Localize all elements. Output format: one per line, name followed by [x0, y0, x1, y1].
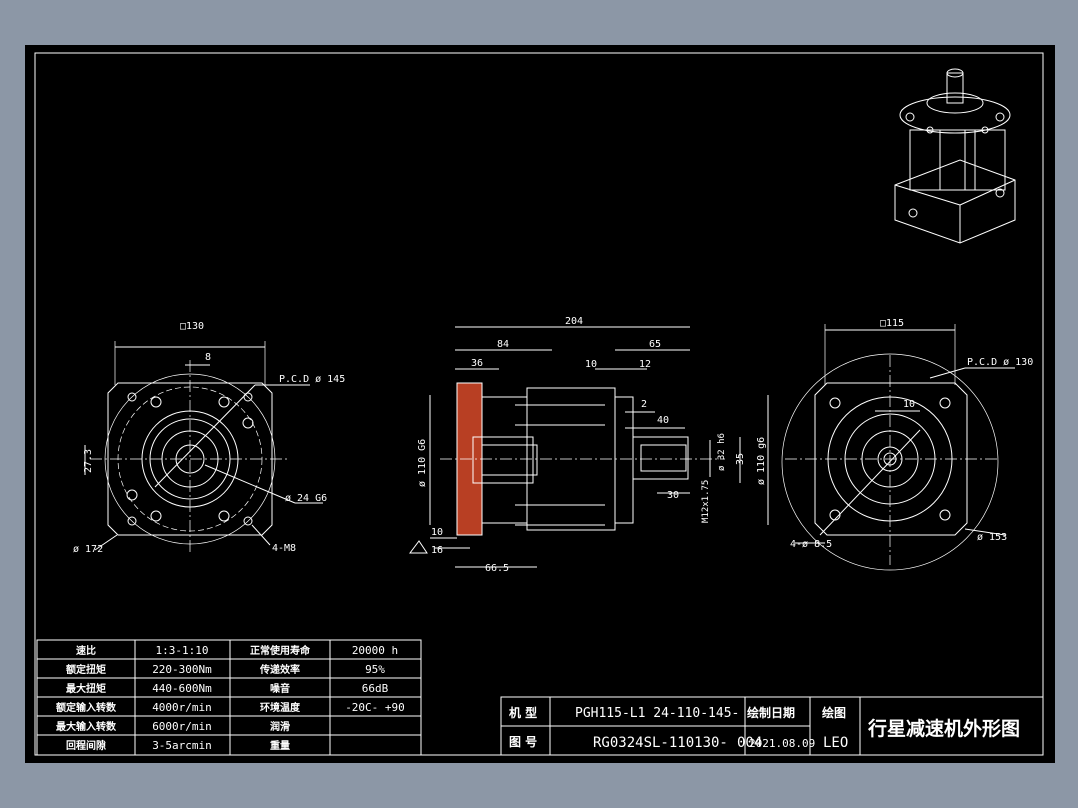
date-label: 绘制日期 — [747, 705, 795, 720]
dim-rear-d153: ø 153 — [977, 532, 1007, 543]
drafter-name: LEO — [823, 735, 848, 751]
spec-label: 噪音 — [270, 682, 290, 695]
spec-value: 95% — [365, 663, 385, 676]
side-view — [409, 326, 769, 568]
spec-value: 6000r/min — [152, 720, 212, 733]
spec-label: 速比 — [76, 644, 96, 657]
spec-value: 440-600Nm — [152, 682, 212, 695]
cad-drawing — [34, 52, 1044, 756]
dim-side-d110g6r: ø 110 g6 — [756, 437, 767, 485]
dim-side-d110g6: ø 110 G6 — [417, 439, 428, 487]
dim-side-66-5: 66.5 — [485, 563, 509, 574]
spec-label: 回程间隙 — [66, 739, 106, 752]
spec-label: 润滑 — [270, 720, 290, 733]
dim-side-65: 65 — [649, 339, 661, 350]
dim-rear-pcd: P.C.D ø 130 — [967, 357, 1033, 368]
spec-label: 正常使用寿命 — [250, 644, 311, 657]
iso-view — [894, 68, 1016, 244]
spec-label: 重量 — [270, 739, 290, 752]
spec-label: 最大扭矩 — [66, 682, 106, 695]
dim-front-pcd: P.C.D ø 145 — [279, 374, 345, 385]
spec-label: 环境温度 — [260, 701, 301, 714]
dim-side-2: 2 — [641, 399, 647, 410]
draw-label: 绘图 — [822, 705, 846, 720]
dim-rear-holes: 4-ø 8.5 — [790, 539, 832, 550]
dim-side-36: 36 — [471, 358, 483, 369]
dim-front-outer: ø 172 — [73, 544, 103, 555]
spec-label: 额定输入转数 — [56, 701, 117, 714]
date-value: 2021.08.09 — [749, 737, 815, 750]
dim-front-bore: ø 24 G6 — [285, 493, 327, 504]
dim-front-holes: 4-M8 — [272, 543, 296, 554]
dim-side-84: 84 — [497, 339, 509, 350]
spec-label: 传递效率 — [259, 663, 300, 676]
dim-side-30: 30 — [667, 490, 679, 501]
dim-side-10a: 10 — [585, 359, 597, 370]
annotation-layer: □130 8 P.C.D ø 145 27.3 ø 24 G6 ø 172 4-… — [56, 316, 1033, 752]
drawing-no-label: 图 号 — [509, 734, 537, 749]
spec-label: 最大输入转数 — [56, 720, 117, 733]
dim-side-d32h6: ø 32 h6 — [717, 433, 727, 471]
rear-view — [781, 324, 1015, 571]
overlap-fragment: 004 — [737, 735, 762, 751]
spec-value: -20C- +90 — [345, 701, 405, 714]
model-label: 机 型 — [509, 705, 537, 720]
spec-table: 速比 1:3-1:10 正常使用寿命 20000 h 额定扭矩 220-300Nm 传递效率… — [56, 644, 405, 752]
dim-side-204: 204 — [565, 316, 583, 327]
spec-value: 220-300Nm — [152, 663, 212, 676]
dim-front-square: □130 — [180, 321, 204, 332]
front-view — [84, 341, 323, 555]
dim-side-12: 12 — [639, 359, 651, 370]
dim-side-16: 16 — [431, 545, 443, 556]
dim-side-m12: M12x1.75 — [701, 480, 711, 523]
drawing-canvas: □130 8 P.C.D ø 145 27.3 ø 24 G6 ø 172 4-… — [25, 45, 1055, 763]
spec-table-grid — [36, 639, 422, 756]
dim-rear-square: □115 — [880, 318, 904, 329]
drawing-title: 行星减速机外形图 — [867, 717, 1020, 740]
dim-rear-10: 10 — [903, 399, 915, 410]
model-value: PGH115-L1 24-110-145- — [575, 706, 739, 721]
dim-front-27-3: 27.3 — [83, 449, 94, 473]
dim-side-10b: 10 — [431, 527, 443, 538]
spec-value: 3-5arcmin — [152, 739, 212, 752]
spec-value: 20000 h — [352, 644, 398, 657]
dim-side-40: 40 — [657, 415, 669, 426]
title-block-grid — [500, 696, 1044, 756]
spec-value: 1:3-1:10 — [156, 644, 209, 657]
dim-front-b: 8 — [205, 352, 211, 363]
spec-value: 4000r/min — [152, 701, 212, 714]
drawing-no-value: RG0324SL-110130- — [593, 735, 728, 751]
dim-side-35: 35 — [735, 453, 746, 465]
spec-value: 66dB — [362, 682, 389, 695]
spec-label: 额定扭矩 — [66, 663, 106, 676]
